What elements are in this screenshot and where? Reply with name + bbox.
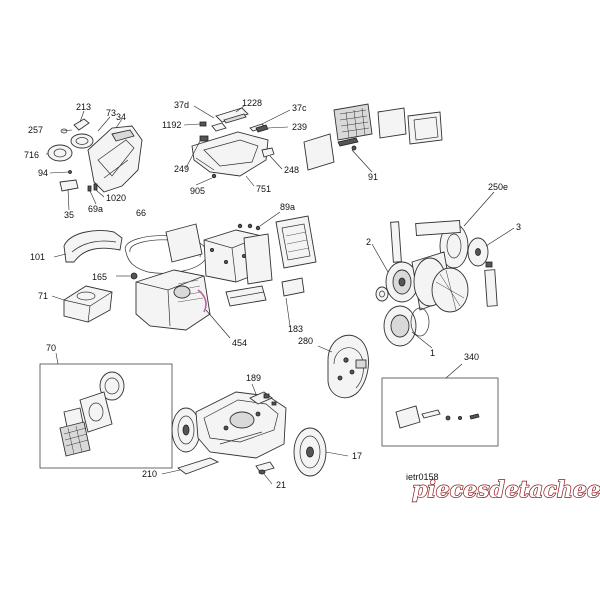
label-716: 716 bbox=[24, 150, 39, 160]
label-165: 165 bbox=[92, 272, 107, 282]
part-101 bbox=[63, 230, 123, 263]
label-3: 3 bbox=[516, 222, 521, 232]
label-213: 213 bbox=[76, 102, 91, 112]
part-group-kit-70 bbox=[39, 352, 173, 469]
part-35 bbox=[59, 179, 79, 192]
part-239 bbox=[255, 124, 269, 133]
part-280 bbox=[327, 334, 369, 399]
part-210 bbox=[177, 457, 220, 475]
part-group-hose-holder bbox=[51, 230, 138, 323]
part-454 bbox=[135, 269, 211, 331]
label-183: 183 bbox=[288, 324, 303, 334]
label-280: 280 bbox=[298, 336, 313, 346]
part-257 bbox=[60, 128, 68, 134]
label-89a: 89a bbox=[280, 202, 295, 212]
label-94: 94 bbox=[38, 168, 48, 178]
label-905: 905 bbox=[190, 186, 205, 196]
label-69a: 69a bbox=[88, 204, 103, 214]
part-213 bbox=[73, 118, 90, 131]
label-37c: 37c bbox=[292, 103, 307, 113]
label-250e: 250e bbox=[488, 182, 508, 192]
label-66: 66 bbox=[136, 208, 146, 218]
label-73: 73 bbox=[106, 108, 116, 118]
part-group-main-body bbox=[161, 383, 349, 485]
label-239: 239 bbox=[292, 122, 307, 132]
label-248: 248 bbox=[284, 165, 299, 175]
part-71 bbox=[63, 285, 113, 323]
label-340: 340 bbox=[464, 352, 479, 362]
label-17: 17 bbox=[352, 451, 362, 461]
part-group-motor bbox=[371, 191, 515, 349]
label-91: 91 bbox=[368, 172, 378, 182]
label-70: 70 bbox=[46, 343, 56, 353]
label-1: 1 bbox=[430, 348, 435, 358]
label-751: 751 bbox=[256, 184, 271, 194]
label-37d: 37d bbox=[174, 100, 189, 110]
label-71: 71 bbox=[38, 291, 48, 301]
part-1228 bbox=[215, 107, 249, 123]
part-group-control-panel bbox=[183, 105, 291, 187]
label-1020: 1020 bbox=[106, 193, 126, 203]
part-165 bbox=[130, 272, 138, 280]
part-716 bbox=[47, 144, 73, 162]
part-group-kit-340 bbox=[381, 363, 499, 447]
kit-70-box bbox=[39, 363, 173, 469]
part-group-rear-hub bbox=[317, 334, 369, 399]
label-35: 35 bbox=[64, 210, 74, 220]
label-2: 2 bbox=[366, 237, 371, 247]
reference-code: ietr0158 bbox=[406, 472, 439, 482]
part-group-cyclone bbox=[203, 211, 317, 327]
kit-340-box bbox=[381, 377, 499, 447]
label-1192: 1192 bbox=[162, 120, 181, 130]
label-1228: 1228 bbox=[242, 98, 262, 108]
label-210: 210 bbox=[142, 469, 157, 479]
label-189: 189 bbox=[246, 373, 261, 383]
part-1192 bbox=[199, 121, 207, 127]
label-454: 454 bbox=[232, 338, 247, 348]
label-34: 34 bbox=[116, 112, 126, 122]
part-group-filter bbox=[303, 103, 443, 173]
part-905 bbox=[211, 173, 217, 179]
part-69a bbox=[87, 185, 92, 192]
part-248 bbox=[261, 147, 275, 158]
part-37d bbox=[211, 122, 227, 132]
watermark-text: piecesdetachees-elec.com bbox=[412, 477, 600, 503]
label-249: 249 bbox=[174, 164, 189, 174]
label-101: 101 bbox=[30, 252, 45, 262]
label-257: 257 bbox=[28, 125, 43, 135]
label-21: 21 bbox=[276, 480, 286, 490]
part-labels: 213 73 257 34 716 94 35 69a 1020 37d 122… bbox=[24, 98, 521, 490]
part-group-top-cover bbox=[46, 110, 143, 211]
part-21 bbox=[255, 461, 275, 473]
